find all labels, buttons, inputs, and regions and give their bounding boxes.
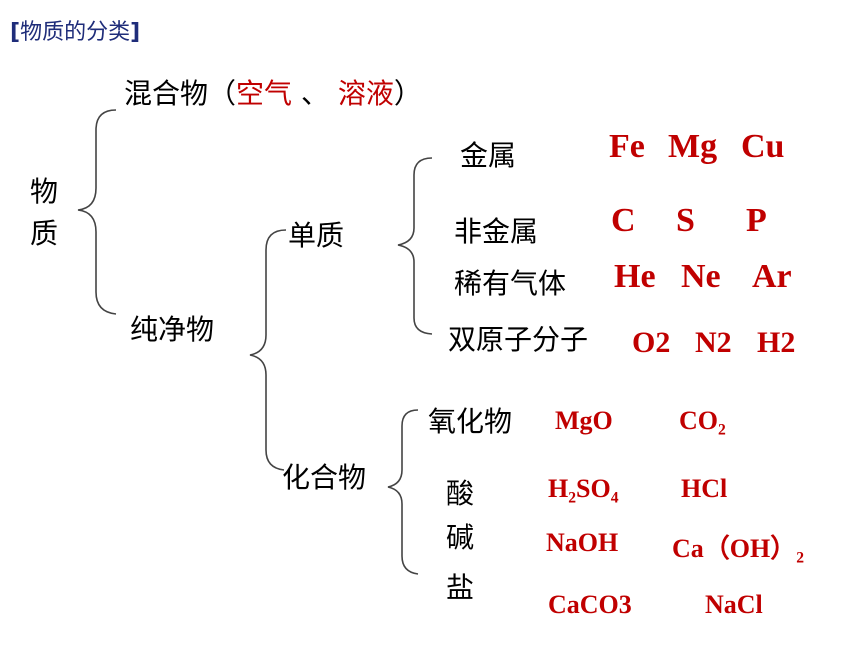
brace-element [397, 157, 433, 335]
salt-example-nacl: NaCl [705, 590, 763, 619]
noble-gas-example-he: He [614, 258, 656, 295]
metal-example-cu: Cu [741, 128, 785, 165]
mixture-separator: 、 [292, 77, 338, 110]
mixture-example-solution: 溶液 [337, 77, 394, 110]
salt-example-caco3: CaCO3 [548, 590, 632, 619]
element-type-noble-gas: 稀有气体 [454, 267, 567, 300]
root-char-1: 物 [30, 175, 59, 208]
brace-pure [249, 229, 287, 471]
base-example-caoh2: Ca（OH）2 [672, 534, 805, 567]
metal-example-mg: Mg [668, 128, 718, 165]
mixture-example-air: 空气 [236, 77, 293, 110]
page-title: [物质的分类] [10, 14, 140, 46]
element-label: 单质 [288, 219, 345, 252]
acid-example-h2so4: H2SO4 [548, 474, 619, 507]
mixture-label: 混合物 [124, 77, 209, 110]
element-type-nonmetal: 非金属 [454, 215, 539, 248]
compound-type-base: 碱 [446, 521, 475, 554]
diatomic-example-h2: H2 [757, 326, 796, 359]
title-bracket-open: [ [10, 20, 21, 45]
mixture-node: 混合物（空气 、 溶液） [124, 72, 422, 112]
title-text: 物质的分类 [20, 20, 131, 45]
acid-example-hcl: HCl [681, 474, 728, 503]
brace-matter [77, 109, 117, 315]
title-bracket-close: ] [130, 20, 141, 45]
metal-example-fe: Fe [609, 128, 645, 165]
element-type-metal: 金属 [460, 139, 517, 172]
base-example-naoh: NaOH [546, 528, 619, 557]
compound-type-salt: 盐 [446, 571, 475, 604]
element-type-diatomic: 双原子分子 [448, 323, 589, 356]
pure-substance-label: 纯净物 [130, 313, 215, 346]
noble-gas-example-ne: Ne [681, 258, 721, 295]
diatomic-example-n2: N2 [695, 326, 732, 359]
compound-label: 化合物 [282, 461, 367, 494]
mixture-paren-open: （ [208, 77, 237, 110]
nonmetal-example-p: P [746, 202, 767, 239]
mixture-paren-close: ） [393, 77, 422, 110]
nonmetal-example-c: C [611, 202, 636, 239]
nonmetal-example-s: S [676, 202, 695, 239]
compound-type-oxide: 氧化物 [428, 405, 513, 438]
noble-gas-example-ar: Ar [752, 258, 792, 295]
brace-compound [387, 409, 419, 575]
compound-type-acid: 酸 [446, 477, 475, 510]
diatomic-example-o2: O2 [632, 326, 671, 359]
root-char-2: 质 [30, 217, 59, 250]
oxide-example-co2: CO2 [679, 406, 726, 439]
oxide-example-mgo: MgO [555, 406, 613, 435]
